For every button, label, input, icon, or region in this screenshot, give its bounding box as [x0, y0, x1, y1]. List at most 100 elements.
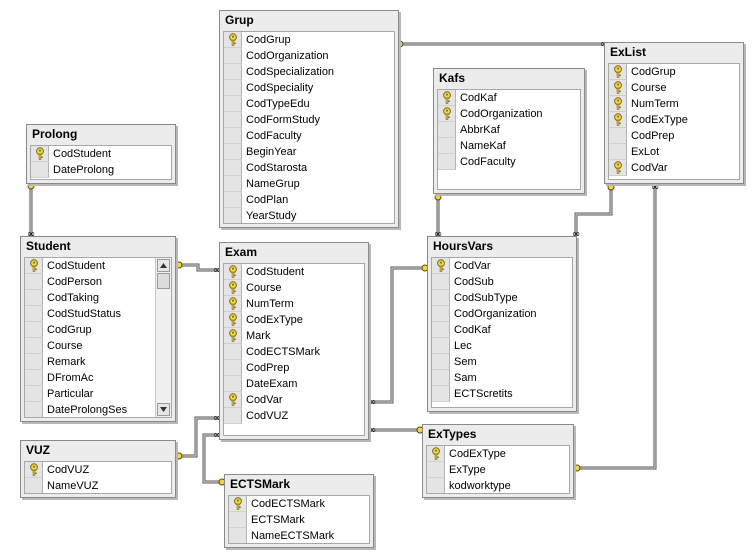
row-selector [224, 64, 242, 80]
field-row[interactable]: kodworktype [427, 478, 569, 493]
field-row[interactable]: BeginYear [224, 144, 394, 160]
field-row[interactable]: CodSubType [432, 290, 572, 306]
scroll-down-button[interactable] [157, 403, 170, 416]
field-row[interactable]: Course [25, 338, 171, 354]
field-row[interactable]: Course [224, 280, 364, 296]
field-row[interactable]: NameKaf [438, 138, 580, 154]
field-name: CodECTSMark [246, 346, 320, 358]
relationship-student-exam[interactable]: ∞ [175, 261, 221, 276]
relationship-vuz-exam[interactable]: ∞ [175, 413, 221, 460]
field-name: DateExam [246, 378, 298, 390]
field-row[interactable]: CodGrup [224, 32, 394, 48]
field-row[interactable]: CodExType [427, 446, 569, 462]
field-row[interactable]: CodOrganization [438, 106, 580, 122]
field-row[interactable]: CodVar [224, 392, 364, 408]
field-row[interactable]: ECTScretits [432, 386, 572, 402]
field-row[interactable]: CodGrup [609, 64, 739, 80]
field-row[interactable]: CodVUZ [25, 462, 171, 478]
field-row[interactable]: Remark [25, 354, 171, 370]
field-row[interactable]: YearStudy [224, 208, 394, 223]
relationship-extypes-exlist[interactable]: ∞ [573, 182, 659, 472]
field-row[interactable]: CodSpecialization [224, 64, 394, 80]
field-row[interactable]: CodExType [224, 312, 364, 328]
field-row[interactable]: Particular [25, 386, 171, 402]
table-title: ECTSMark [230, 477, 291, 491]
field-row[interactable]: CodStarosta [224, 160, 394, 176]
row-selector [224, 48, 242, 64]
field-row[interactable]: CodVar [609, 160, 739, 176]
field-row[interactable]: CodExType [609, 112, 739, 128]
field-row[interactable]: ECTSMark [229, 512, 369, 528]
field-row[interactable]: CodTaking [25, 290, 171, 306]
field-row[interactable]: CodFormStudy [224, 112, 394, 128]
field-row[interactable]: NameGrup [224, 176, 394, 192]
row-selector [31, 162, 49, 178]
field-row[interactable]: DateExam [224, 376, 364, 392]
relationship-exlist-hoursvars[interactable]: ∞ [572, 183, 615, 240]
field-row[interactable]: ExType [427, 462, 569, 478]
field-row[interactable]: NumTerm [609, 96, 739, 112]
field-row[interactable]: CodGrup [25, 322, 171, 338]
field-row[interactable]: CodStudent [25, 258, 171, 274]
field-row[interactable]: CodOrganization [432, 306, 572, 322]
field-row[interactable]: CodStudStatus [25, 306, 171, 322]
field-row[interactable]: DateProlong [31, 162, 171, 178]
field-row[interactable]: ExLot [609, 144, 739, 160]
field-row[interactable]: CodSpeciality [224, 80, 394, 96]
row-selector [25, 274, 43, 290]
table-title: Kafs [439, 71, 466, 85]
row-selector [438, 106, 456, 122]
field-row[interactable]: CodPerson [25, 274, 171, 290]
field-row[interactable]: AbbrKaf [438, 122, 580, 138]
field-row[interactable]: CodPlan [224, 192, 394, 208]
field-row[interactable]: CodFaculty [438, 154, 580, 170]
row-selector [224, 208, 242, 223]
field-row[interactable]: Lec [432, 338, 572, 354]
row-selector [224, 408, 242, 424]
field-row[interactable]: NameECTSMark [229, 528, 369, 543]
vertical-scrollbar[interactable] [155, 258, 171, 417]
field-name: CodKaf [454, 324, 491, 336]
field-row[interactable]: NameVUZ [25, 478, 171, 493]
field-row[interactable]: CodKaf [432, 322, 572, 338]
scroll-thumb[interactable] [157, 273, 170, 289]
field-row[interactable]: CodSub [432, 274, 572, 290]
field-row[interactable]: CodECTSMark [224, 344, 364, 360]
row-selector [224, 96, 242, 112]
field-row[interactable]: CodFaculty [224, 128, 394, 144]
field-row[interactable]: Sem [432, 354, 572, 370]
scroll-up-button[interactable] [157, 259, 170, 272]
field-row[interactable]: CodVar [432, 258, 572, 274]
field-row[interactable]: CodVUZ [224, 408, 364, 424]
field-row[interactable]: DateProlongSes [25, 402, 171, 417]
field-row[interactable]: CodStudent [31, 146, 171, 162]
field-row[interactable]: Mark [224, 328, 364, 344]
field-row[interactable]: CodKaf [438, 90, 580, 106]
table-title: ExTypes [428, 427, 477, 441]
table-title: Exam [225, 245, 258, 259]
field-row[interactable]: Course [609, 80, 739, 96]
field-row[interactable]: CodPrep [609, 128, 739, 144]
field-row[interactable]: DFromAc [25, 370, 171, 386]
field-name: CodGrup [631, 66, 676, 78]
field-row[interactable]: CodTypeEdu [224, 96, 394, 112]
field-row[interactable]: CodOrganization [224, 48, 394, 64]
field-row[interactable]: CodStudent [224, 264, 364, 280]
relationship-kafs-hoursvars[interactable]: ∞ [434, 193, 442, 240]
relationship-extypes-exam[interactable]: ∞ [368, 425, 424, 436]
field-row[interactable]: NumTerm [224, 296, 364, 312]
field-row[interactable]: CodPrep [224, 360, 364, 376]
field-row[interactable]: CodECTSMark [229, 496, 369, 512]
field-name: ECTSMark [251, 514, 305, 526]
field-row[interactable]: Sam [432, 370, 572, 386]
